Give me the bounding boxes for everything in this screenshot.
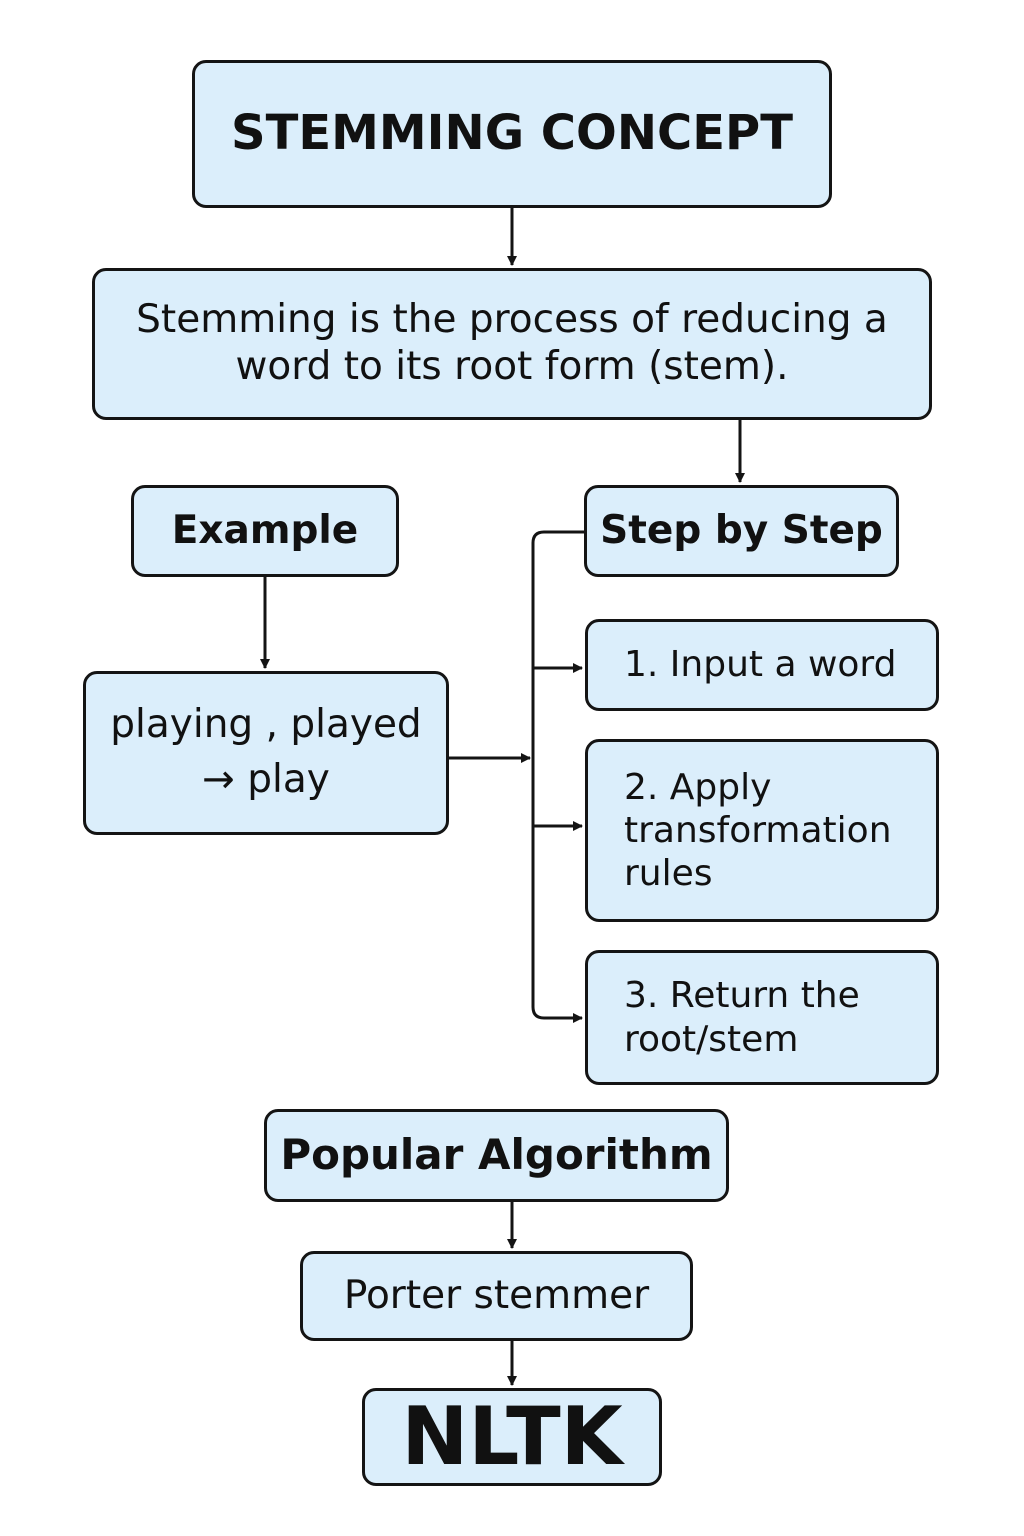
algorithm-heading: Popular Algorithm [280,1130,713,1180]
step-2-line-2: transformation [624,809,892,851]
step-2-box: 2. Apply transformation rules [585,739,939,922]
porter-stemmer-box: Porter stemmer [300,1251,693,1341]
step-2-line-1: 2. Apply [624,766,772,808]
definition-text: Stemming is the process of reducing a wo… [136,297,888,389]
nltk-box: NLTK [362,1388,662,1486]
steps-bus-line [531,530,584,1020]
step-1-box: 1. Input a word [585,619,939,711]
example-heading: Example [171,507,359,553]
step-1-text: 1. Input a word [624,644,897,686]
step-2-text: 2. Apply transformation rules [624,766,892,896]
step-2-line-3: rules [624,853,713,895]
example-heading-box: Example [131,485,399,577]
step-3-line-1: 3. Return the [624,975,860,1017]
algorithm-heading-box: Popular Algorithm [264,1109,729,1202]
example-line-2: → play [202,757,330,802]
step-3-text: 3. Return the root/stem [624,974,860,1060]
example-content: playing , played → play [110,698,421,807]
example-line-1: playing , played [110,702,422,748]
diagram-title: STEMMING CONCEPT [231,105,793,162]
definition-box: Stemming is the process of reducing a wo… [92,268,932,420]
step-3-line-2: root/stem [624,1018,799,1060]
step-3-box: 3. Return the root/stem [585,950,939,1085]
title-box: STEMMING CONCEPT [192,60,832,208]
steps-heading-box: Step by Step [584,485,899,577]
porter-stemmer-label: Porter stemmer [343,1272,650,1318]
nltk-label: NLTK [401,1390,623,1483]
steps-heading: Step by Step [600,507,883,553]
example-content-box: playing , played → play [83,671,449,835]
